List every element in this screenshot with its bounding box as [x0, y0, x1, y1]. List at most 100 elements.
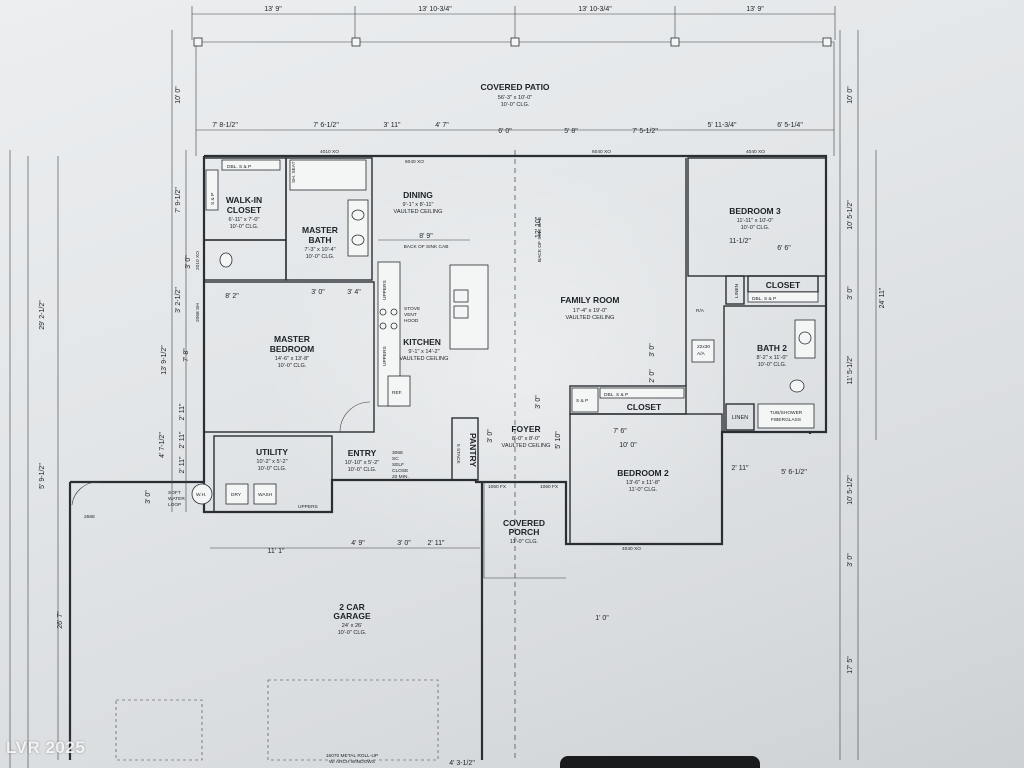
window-label-7: 1060 FX — [488, 484, 507, 490]
walk-in-closet: DBL. S & P S & P WALK-IN CLOSET 6'-11" x… — [203, 157, 287, 241]
foyer-size: 8'-0" x 8'-0" — [512, 436, 540, 442]
kitchen-ceiling: VAULTED CEILING — [400, 356, 449, 362]
dim-patio-9: 6' 5-1/4" — [777, 122, 803, 129]
dim-mbr-3: 3' 4" — [347, 289, 361, 296]
family-room: FAMILY ROOM 17'-4" x 19'-0" VAULTED CEIL… — [560, 158, 687, 386]
window-label-4: 4040 XO — [746, 149, 765, 155]
dim-patio-2: 7' 6-1/2" — [313, 122, 339, 129]
dim-garage-2: 4' 9" — [351, 540, 365, 547]
dim-patio-4: 4' 7" — [435, 122, 449, 129]
covered-patio-size: 56'-3" x 10'-0" — [498, 95, 532, 101]
bedroom3-name: BEDROOM 3 — [729, 206, 781, 216]
post-3 — [510, 37, 520, 47]
dim-right-4: 24' 11" — [879, 287, 886, 308]
refrigerator-label: REF. — [392, 390, 402, 396]
bath-2: BATH 2 8'-2" x 11'-0" 10'-0" CLG. TUB/SH… — [691, 305, 827, 433]
garage-ceiling: 10'-0" CLG. — [338, 630, 367, 636]
dim-bedroom2-1: 7' 6" — [613, 428, 627, 435]
dim-patio-3: 3' 11" — [384, 122, 401, 129]
pantry-name: PANTRY — [468, 433, 478, 467]
phone-bezel — [560, 756, 760, 768]
bedroom3-size: 11'-11" x 10'-0" — [737, 218, 774, 224]
tub-shower-line-2: FIBERGLASS — [771, 417, 801, 423]
garage-name-1: 2 CAR — [339, 602, 365, 612]
master-bath-name-2: BATH — [309, 235, 332, 245]
sink-1 — [351, 209, 365, 221]
master-bath-size: 7'-3" x 10'-4" — [304, 247, 335, 253]
dim-garage-4: 2' 11" — [428, 540, 445, 547]
garage-roll-up-2: W/ ARCH WINDOWS — [329, 759, 375, 765]
closet-b3-label: CLOSET — [766, 280, 801, 290]
window-label-1: 4010 XO — [320, 149, 339, 155]
walk-in-closet-size: 6'-11" x 7'-0" — [229, 217, 260, 223]
self-close-5: 20 MIN. — [392, 474, 409, 480]
bath2-name: BATH 2 — [757, 343, 787, 353]
hall-closet: DBL. S & P CLOSET S & P — [569, 385, 687, 415]
pantry: PANTRY 5 STACK — [451, 417, 479, 481]
self-close-2: SC — [392, 456, 399, 462]
self-close-3: SELF — [392, 462, 404, 468]
post-5 — [822, 37, 832, 47]
dim-mbr-1: 8' 2" — [225, 293, 239, 300]
kitchen-size: 9'-1" x 14'-2" — [408, 349, 439, 355]
covered-porch-name-1: COVERED — [503, 518, 545, 528]
dim-left-1: 10' 0" — [175, 86, 182, 104]
dim-top-4: 13' 9" — [746, 6, 764, 13]
shower — [289, 159, 367, 191]
master-bath-name-1: MASTER — [302, 225, 338, 235]
walk-in-closet-name-1: WALK-IN — [226, 195, 262, 205]
dining: DINING 9'-1" x 8'-11" VAULTED CEILING 8'… — [378, 190, 470, 250]
bedroom3-ceiling: 10'-0" CLG. — [741, 225, 770, 231]
utility-name: UTILITY — [256, 447, 288, 457]
master-bedroom-name-2: BEDROOM — [270, 344, 314, 354]
bedroom-2: 7' 6" 10' 0" BEDROOM 2 13'-6" x 11'-8" 1… — [569, 413, 807, 545]
foyer-ceiling: VAULTED CEILING — [502, 443, 551, 449]
kitchen-sink-cab-note: BACK OF SINK CAB — [537, 217, 543, 262]
dim-patio-5: 6' 0" — [498, 128, 512, 135]
dim-garage-1: 11' 1" — [268, 548, 285, 555]
garage-name-2: GARAGE — [333, 611, 371, 621]
post-2 — [351, 37, 361, 47]
dining-name: DINING — [403, 190, 433, 200]
right-dimensions: 10' 0" 10' 5-1/2" 3' 0" 24' 11" 11' 5-1/… — [839, 30, 886, 760]
master-bath-ceiling: 10'-0" CLG. — [306, 254, 335, 260]
utility: UTILITY 10'-2" x 5'-2" 10'-0" CLG. DRY W… — [168, 435, 333, 513]
bedroom2-name: BEDROOM 2 — [617, 468, 669, 478]
dim-patio-1: 7' 8-1/2" — [212, 122, 238, 129]
dim-bedroom2-3: 2' 11" — [732, 465, 749, 472]
dim-right-6: 10' 5-1/2" — [847, 475, 854, 505]
master-bedroom-size: 14'-6" x 13'-8" — [275, 356, 309, 362]
foyer: FOYER 8'-0" x 8'-0" VAULTED CEILING — [502, 424, 551, 449]
dim-int-1: 3' 0" — [649, 343, 656, 357]
walk-in-closet-side-shelf: S & P — [210, 193, 216, 205]
walk-in-closet-shelf-label: DBL. S & P — [227, 164, 251, 170]
dim-left-8: 4' 7-1/2" — [159, 432, 166, 458]
garage: 2668 11' 1" 4' 9" 3' 0" 2' 11" 2 CAR GAR… — [68, 480, 484, 767]
dim-mbr-2: 3' 0" — [311, 289, 325, 296]
master-bedroom-name-1: MASTER — [274, 334, 310, 344]
utility-uppers: UPPERS — [298, 504, 318, 510]
pantry-stack: 5 STACK — [455, 444, 461, 464]
washer-label: WASH — [258, 492, 273, 498]
toilet — [219, 252, 233, 268]
tub-shower — [757, 403, 815, 429]
water-heater — [191, 483, 213, 505]
garage-roll-up-1: 16070 METAL ROLL-UP — [326, 753, 378, 759]
entry-ceiling: 10'-0" CLG. — [348, 467, 377, 473]
dim-left-3: 3' 0" — [185, 255, 192, 269]
window-label-3: 6040 XO — [592, 149, 611, 155]
dim-right-7: 3' 0" — [847, 553, 854, 567]
dim-top-2: 13' 10-3/4" — [418, 6, 452, 13]
closet-b3-shelf: DBL. S & P — [752, 296, 776, 302]
post-4 — [670, 37, 680, 47]
dim-kitchen-height: 12' 10" — [535, 216, 542, 238]
window-label-9: 4040 XO — [622, 546, 641, 552]
kitchen-uppers-2: UPPERS — [382, 346, 388, 366]
return-air-label: R/A — [696, 308, 705, 314]
covered-patio-name: COVERED PATIO — [480, 82, 549, 92]
dim-left-10: 2' 11" — [179, 456, 186, 473]
bath2-ceiling: 10'-0" CLG. — [758, 362, 787, 368]
window-label-6: 2068 SH — [195, 303, 201, 322]
master-bath: SH. SEAT MASTER BATH 7'-3" x 10'-4" 10'-… — [203, 157, 373, 281]
